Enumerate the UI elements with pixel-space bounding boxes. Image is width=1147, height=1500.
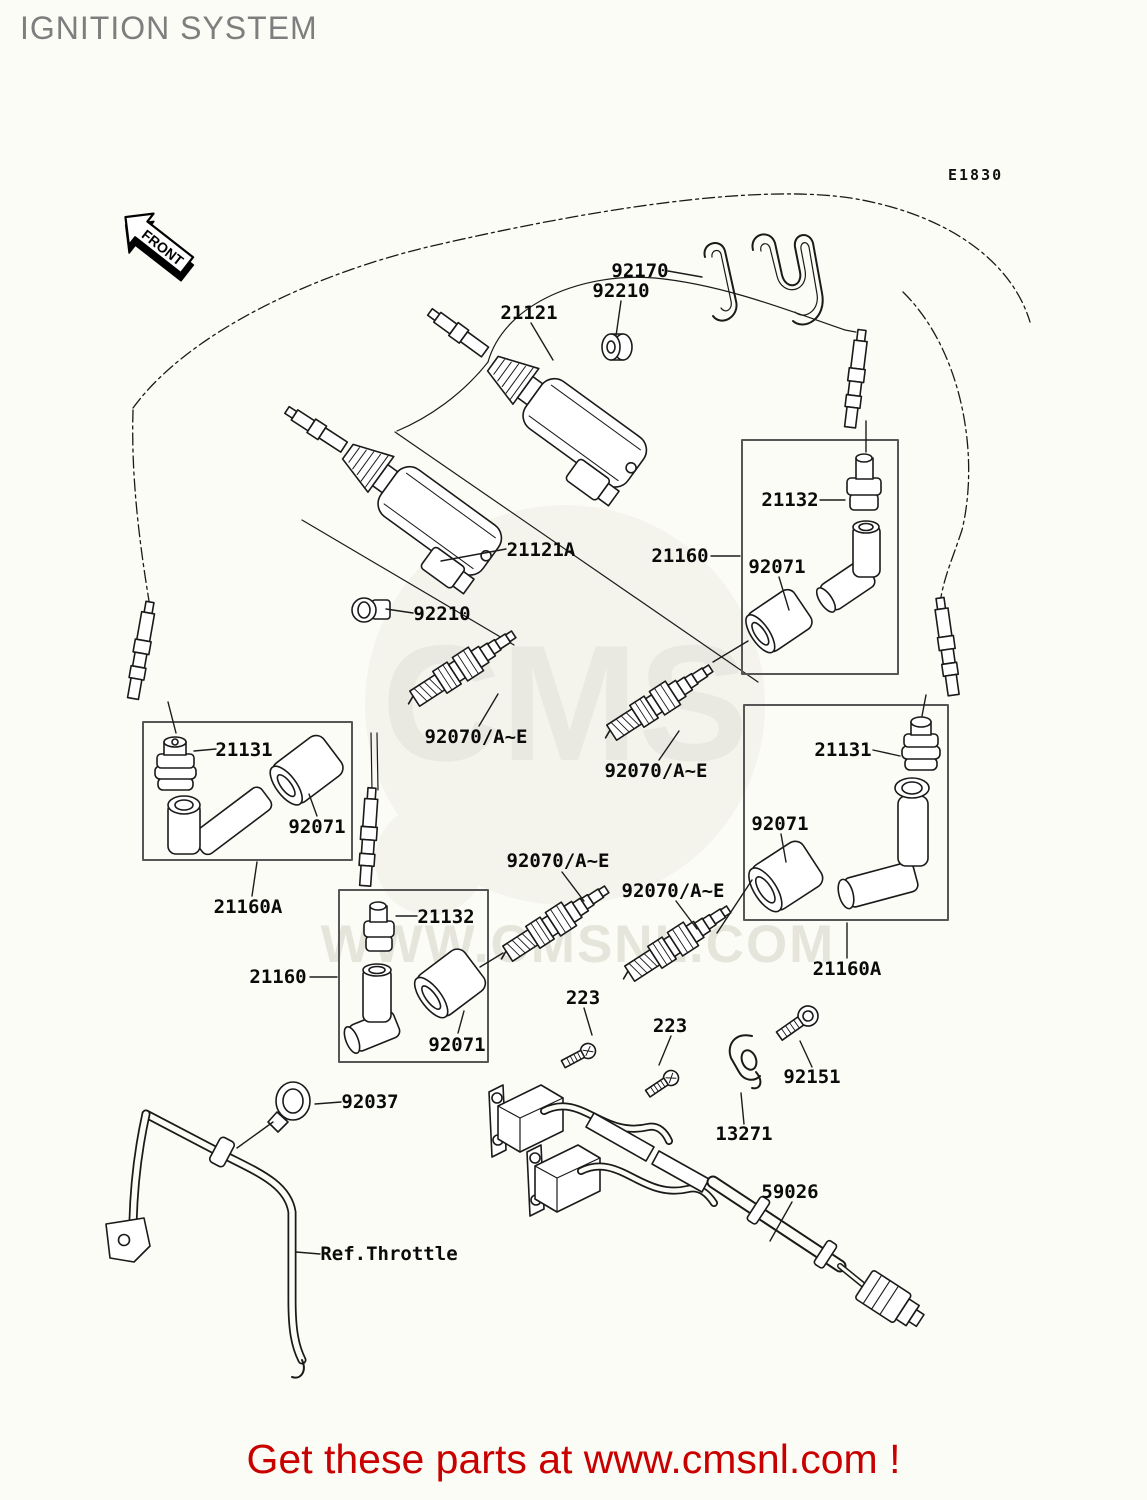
watermark-blob-small — [375, 805, 485, 915]
plug-lead-wire-left — [124, 599, 159, 701]
cap-21131-left — [154, 736, 197, 791]
ignition-coil-21121a — [341, 443, 503, 595]
engine-outline — [301, 276, 857, 791]
plug-cap-boot-right-bottom — [837, 777, 930, 910]
contents-21160-right — [745, 453, 882, 654]
plug-lead-wire-right-top — [841, 328, 871, 430]
cap-21132-right — [846, 453, 882, 511]
sleeve-92071-right-bottom — [748, 840, 824, 913]
nut-92210-upper — [601, 333, 633, 361]
bolt-92151 — [775, 1005, 819, 1041]
mount-rail-2 — [651, 1150, 710, 1193]
watermark-url: WWW.CMSNL.COM — [321, 915, 836, 974]
sleeve-92071-left — [269, 734, 344, 806]
box-21160a-left — [142, 721, 353, 861]
cable-band — [208, 1136, 236, 1168]
throttle-cable — [105, 1109, 307, 1379]
plug-cap-boot-right-top — [815, 520, 881, 613]
igniter-box-1 — [497, 1084, 564, 1153]
cable-59026 — [706, 1175, 925, 1328]
clamp-92037 — [267, 1081, 311, 1133]
box-21160-right — [741, 439, 899, 675]
contents-21160a-left — [154, 734, 344, 856]
leader-lines — [167, 270, 927, 1255]
clip-92170 — [703, 233, 824, 326]
watermark-blob — [365, 505, 765, 905]
box-21160-middle — [338, 889, 489, 1063]
cap-21131-right — [901, 716, 941, 771]
watermark: CMS WWW.CMSNL.COM — [321, 505, 836, 974]
box-21160a-right — [743, 704, 949, 921]
contents-21160a-right — [748, 716, 941, 913]
coil-wire-21121a — [284, 405, 349, 453]
contents-21160-middle — [343, 901, 487, 1054]
page-title: IGNITION SYSTEM — [20, 10, 318, 46]
sleeve-92071-middle — [413, 948, 487, 1019]
cap-21132-middle — [363, 901, 395, 952]
ignition-coil-21121 — [486, 355, 648, 507]
bolt-92210-lower — [351, 597, 391, 623]
assembly-boxes — [142, 439, 949, 1063]
sleeve-92071-right-top — [745, 588, 813, 654]
igniter-box-2 — [534, 1144, 601, 1213]
front-arrow: FRONT — [124, 212, 195, 282]
connector-59026 — [855, 1270, 925, 1328]
plug-cap-boot-middle — [343, 963, 401, 1054]
screw-223-1 — [558, 1040, 599, 1072]
frame-outline — [132, 193, 1031, 602]
coil-wire-21121 — [426, 307, 490, 358]
footer-ad-link[interactable]: Get these parts at www.cmsnl.com ! — [246, 1436, 901, 1482]
mount-rail-1 — [585, 1112, 655, 1162]
diagram-code: E1830 — [948, 166, 1004, 184]
screw-223-2 — [642, 1066, 683, 1101]
front-arrow-face — [124, 212, 195, 275]
clamp-13271 — [728, 1034, 762, 1090]
harness-assembly — [488, 1084, 925, 1328]
plug-lead-wire-right-bottom — [931, 596, 963, 697]
plug-cap-boot-left — [167, 786, 273, 856]
watermark-cms-logo: CMS — [382, 611, 749, 795]
